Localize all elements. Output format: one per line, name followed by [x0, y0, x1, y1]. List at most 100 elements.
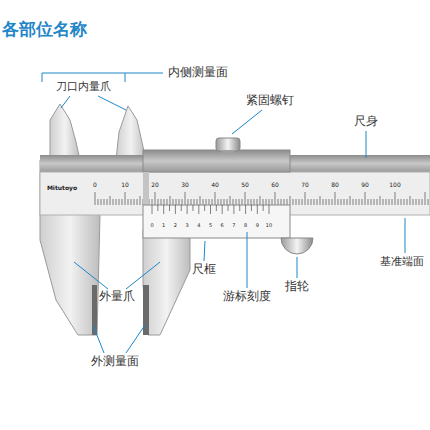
part-label: 外测量面 — [91, 355, 139, 369]
scale-tick — [338, 199, 339, 205]
vernier-tick — [204, 205, 205, 211]
scale-tick — [173, 199, 174, 205]
scale-tick — [380, 196, 381, 205]
part-label: 游标刻度 — [223, 290, 271, 304]
scale-tick — [113, 199, 114, 205]
scale-tick — [296, 199, 297, 205]
leader-line — [126, 325, 145, 353]
scale-tick — [314, 199, 315, 205]
leader-line — [204, 241, 205, 261]
scale-tick — [203, 199, 204, 205]
scale-tick — [284, 199, 285, 205]
part-label: 尺身 — [354, 115, 378, 129]
scale-tick — [281, 199, 282, 205]
clamp-screw — [216, 138, 240, 151]
thumb-roller — [281, 238, 313, 254]
scale-number: 70 — [301, 182, 309, 189]
scale-tick — [215, 192, 216, 205]
vernier-number: 7 — [232, 223, 235, 229]
scale-tick — [266, 199, 267, 205]
scale-number: 90 — [361, 182, 369, 189]
part-label: 外量爪 — [99, 290, 135, 304]
diagram-title: 各部位名称 — [2, 20, 87, 40]
scale-tick — [368, 199, 369, 205]
scale-number: 80 — [331, 182, 339, 189]
scale-tick — [356, 199, 357, 205]
scale-tick — [122, 199, 123, 205]
scale-tick — [308, 199, 309, 205]
part-label: 指轮 — [285, 280, 309, 294]
scale-tick — [413, 199, 414, 205]
scale-tick — [299, 199, 300, 205]
scale-tick — [140, 196, 141, 205]
scale-tick — [224, 199, 225, 205]
scale-tick — [344, 199, 345, 205]
scale-tick — [302, 199, 303, 205]
scale-tick — [347, 199, 348, 205]
scale-tick — [161, 199, 162, 205]
scale-tick — [422, 199, 423, 205]
vernier-number: 1 — [162, 223, 165, 229]
scale-tick — [125, 192, 126, 205]
scale-tick — [164, 199, 165, 205]
scale-number: 20 — [151, 182, 159, 189]
scale-tick — [116, 199, 117, 205]
scale-tick — [218, 199, 219, 205]
scale-tick — [152, 199, 153, 205]
vernier-tick — [222, 205, 223, 214]
vernier-tick — [157, 205, 158, 211]
scale-tick — [248, 199, 249, 205]
scale-tick — [353, 199, 354, 205]
scale-tick — [230, 196, 231, 205]
scale-tick — [365, 192, 366, 205]
leader-line — [247, 232, 248, 288]
slider-top — [143, 150, 290, 172]
scale-tick — [275, 192, 276, 205]
scale-tick — [104, 199, 105, 205]
scale-tick — [212, 199, 213, 205]
scale-tick — [191, 199, 192, 205]
scale-tick — [326, 199, 327, 205]
vernier-tick — [216, 205, 217, 211]
vernier-tick — [192, 205, 193, 211]
slider-inner-jaw — [116, 106, 146, 160]
vernier-tick — [257, 205, 258, 214]
scale-tick — [389, 199, 390, 205]
vernier-number: 2 — [174, 223, 177, 229]
scale-tick — [278, 199, 279, 205]
scale-tick — [179, 199, 180, 205]
vernier-tick — [233, 205, 234, 214]
vernier-number: 3 — [186, 223, 189, 229]
scale-tick — [260, 196, 261, 205]
scale-tick — [419, 199, 420, 205]
scale-tick — [101, 199, 102, 205]
scale-tick — [194, 199, 195, 205]
scale-tick — [311, 199, 312, 205]
scale-tick — [377, 199, 378, 205]
leader-lines — [42, 73, 405, 353]
leader-line — [74, 262, 108, 289]
scale-tick — [185, 192, 186, 205]
scale-tick — [257, 199, 258, 205]
scale-tick — [98, 199, 99, 205]
vernier-tick — [152, 205, 153, 214]
vernier-number: 8 — [244, 223, 247, 229]
scale-tick — [188, 199, 189, 205]
scale-tick — [392, 199, 393, 205]
vernier-tick — [210, 205, 211, 214]
scale-tick — [269, 199, 270, 205]
scale-tick — [110, 196, 111, 205]
scale-tick — [398, 199, 399, 205]
scale-tick — [335, 192, 336, 205]
scale-tick — [128, 199, 129, 205]
scale-tick — [323, 199, 324, 205]
scale-tick — [245, 192, 246, 205]
vernier-tick — [163, 205, 164, 214]
scale-tick — [416, 199, 417, 205]
scale-tick — [428, 199, 429, 205]
scale-tick — [158, 199, 159, 205]
vernier-tick — [175, 205, 176, 214]
scale-tick — [170, 196, 171, 205]
scale-tick — [395, 192, 396, 205]
